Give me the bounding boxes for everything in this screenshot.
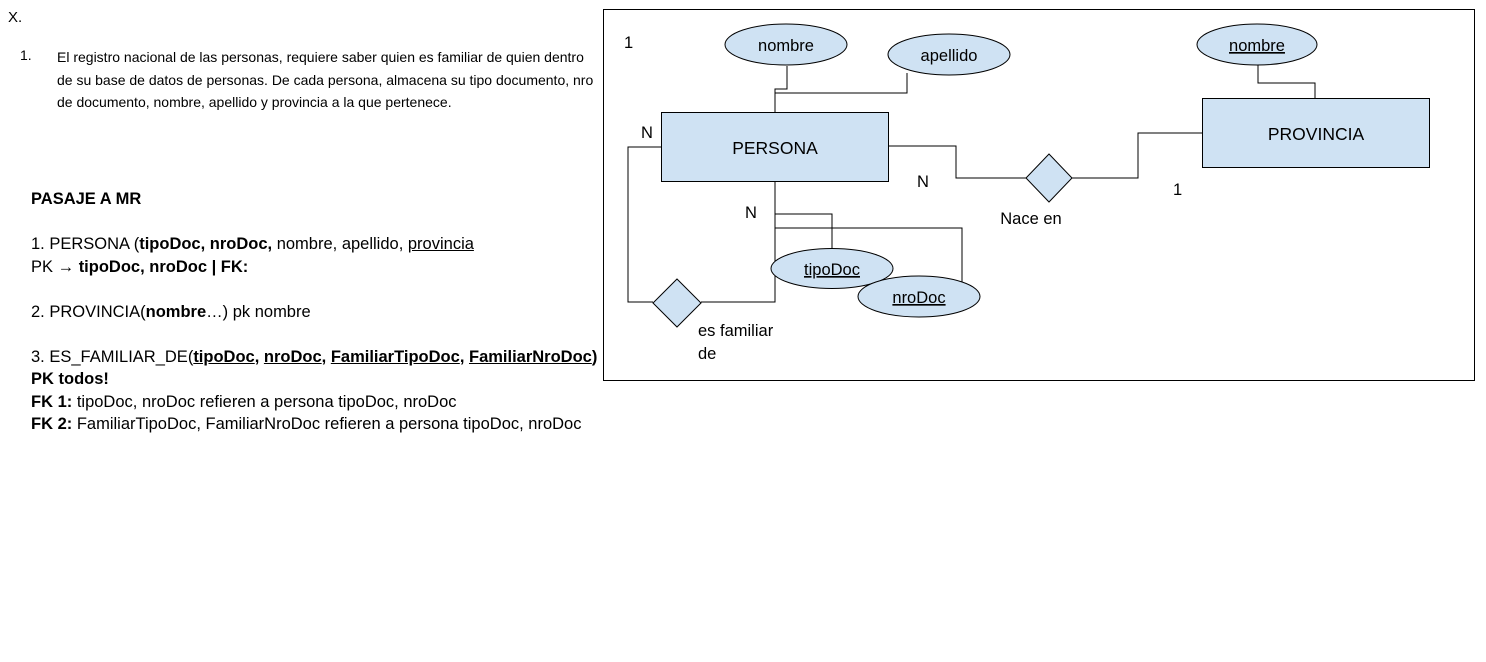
mr-key: tipoDoc	[193, 347, 255, 366]
mr-text: )	[591, 347, 598, 366]
entity-provincia-label: PROVINCIA	[1268, 124, 1365, 144]
line-nace-provincia	[1072, 132, 1202, 179]
attr-nrodoc-label: nroDoc	[892, 289, 945, 307]
mr-line-es-familiar: 3. ES_FAMILIAR_DE(tipoDoc, nroDoc, Famil…	[31, 346, 597, 369]
line-persona-nace	[889, 145, 1026, 179]
mr-text: tipoDoc, nroDoc refieren a persona tipoD…	[72, 392, 457, 411]
mr-text: nombre, apellido,	[272, 235, 408, 253]
cardinality-label: N	[917, 173, 929, 191]
relation-nace-en-label: Nace en	[1000, 210, 1061, 228]
mr-text: PK →	[31, 257, 79, 276]
document-marker: X.	[8, 9, 23, 26]
attr-tipodoc-label: tipoDoc	[804, 261, 860, 279]
line-persona-familiar-left	[627, 146, 661, 303]
relation-familiar-label-2: de	[698, 345, 716, 363]
attr-nombre-label: nombre	[758, 37, 814, 55]
mr-text: ,	[254, 347, 264, 366]
line-nrodoc	[775, 227, 963, 282]
line-nombre	[774, 66, 788, 112]
mr-text: ,	[321, 347, 331, 366]
cardinality-label: N	[641, 124, 653, 142]
cardinality-label: 1	[1173, 181, 1182, 199]
attr-nombre-ellipse	[724, 23, 848, 66]
mr-line-fk2: FK 2: FamiliarTipoDoc, FamiliarNroDoc re…	[31, 413, 597, 436]
mr-heading: PASAJE A MR	[31, 190, 142, 208]
connectors	[627, 65, 1316, 303]
mr-key: tipoDoc, nroDoc,	[139, 235, 273, 253]
problem-statement: El registro nacional de las personas, re…	[57, 49, 594, 110]
mr-text: FamiliarTipoDoc, FamiliarNroDoc refieren…	[72, 415, 582, 433]
attr-tipodoc-ellipse	[770, 248, 894, 289]
attr-apellido-ellipse	[887, 33, 1011, 76]
mr-key: nroDoc	[263, 347, 322, 366]
mr-fk-label: FK 1:	[31, 392, 73, 411]
line-tipodoc	[774, 182, 833, 252]
relation-familiar-diamond	[652, 278, 702, 328]
relation-familiar-label-1: es familiar	[698, 322, 774, 340]
entity-persona-box	[661, 112, 889, 182]
attr-prov-nombre-ellipse	[1196, 23, 1318, 66]
mr-line-fk1: FK 1: tipoDoc, nroDoc refieren a persona…	[31, 391, 597, 414]
diagram-frame	[603, 9, 1475, 381]
mr-text: …) pk nombre	[206, 302, 311, 321]
mr-line-pk-todos: PK todos!	[31, 370, 109, 388]
mr-section: PASAJE A MR 1. PERSONA (tipoDoc, nroDoc,…	[31, 188, 597, 436]
mr-fk-attr: provincia	[407, 235, 474, 253]
attr-apellido-label: apellido	[921, 47, 978, 65]
mr-text: 1. PERSONA (	[31, 235, 140, 253]
line-prov-nombre	[1257, 65, 1316, 98]
attr-prov-nombre-label: nombre	[1229, 37, 1285, 55]
mr-key: FamiliarNroDoc	[468, 347, 592, 366]
mr-key: nombre	[145, 302, 207, 321]
entity-persona-label: PERSONA	[732, 138, 818, 158]
entity-provincia-box	[1202, 98, 1430, 168]
mr-line-persona-pk: PK → tipoDoc, nroDoc | FK:	[31, 256, 597, 279]
mr-text: 3. ES_FAMILIAR_DE(	[31, 347, 194, 366]
mr-text: ,	[459, 347, 469, 366]
cardinality-label: N	[745, 204, 757, 222]
attr-nrodoc-ellipse	[857, 275, 981, 318]
mr-line-provincia: 2. PROVINCIA(nombre…) pk nombre	[31, 301, 597, 324]
mr-line-persona: 1. PERSONA (tipoDoc, nroDoc, nombre, ape…	[31, 233, 597, 256]
mr-fk-label: FK 2:	[31, 415, 73, 433]
mr-key: tipoDoc, nroDoc | FK:	[78, 257, 249, 276]
mr-text: 2. PROVINCIA(	[31, 302, 146, 321]
cardinality-label: 1	[624, 34, 633, 52]
mr-key: FamiliarTipoDoc	[330, 347, 460, 366]
line-persona-familiar-right	[701, 182, 776, 303]
list-item-number: 1.	[20, 47, 32, 63]
line-apellido	[775, 73, 908, 94]
relation-nace-en-diamond	[1025, 153, 1073, 203]
